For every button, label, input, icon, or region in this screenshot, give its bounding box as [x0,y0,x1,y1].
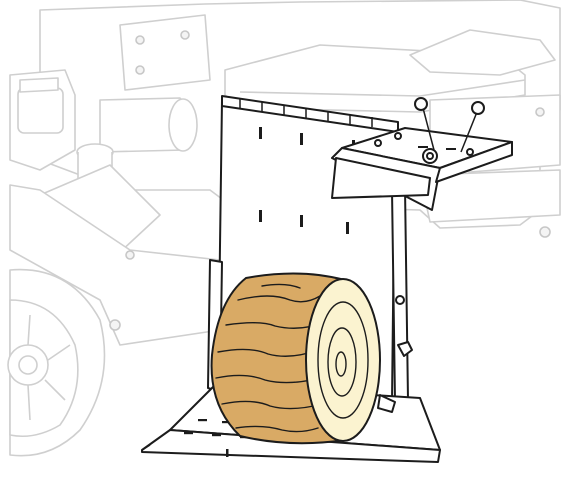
ghost-beam-edge [239,79,526,97]
control-box-flap [331,157,431,199]
log-icon [210,272,381,445]
box-bolt [374,139,382,147]
plate-slot [184,432,193,435]
ghost-bracket [119,14,211,91]
plate-slot [226,449,229,457]
log-ring [327,327,357,397]
log-ring [317,301,369,419]
plate-slot [346,222,349,234]
plate-slot [222,421,231,424]
ghost-wedge [409,29,556,76]
log-end-face [305,278,381,442]
lever-shaft-right [460,111,478,153]
ghost-bolt [135,35,145,45]
plate-slot [198,419,207,422]
plate-slot [212,434,221,437]
ghost-bolt [125,250,135,260]
ghost-bolt [180,30,190,40]
arm-knob [397,341,413,357]
wheel-icon [7,268,106,457]
lever-knob-right [471,101,485,115]
bark-grain [215,283,326,433]
hinge-knuckles [239,99,373,127]
ghost-engine-cap [19,77,59,93]
log-lift-assembly [141,95,513,463]
log-ring-core [335,351,347,377]
ghost-engine-tank [17,87,64,134]
control-box [331,127,513,211]
plate-slot [259,127,262,139]
lift-side-arm-front [377,394,396,413]
lever-slot [446,148,456,150]
ghost-bolt [539,226,551,238]
ghost-spoke [27,314,71,421]
plate-slot [259,210,262,222]
arm-bolt [395,295,405,305]
ghost-bolt [535,107,545,117]
lever-shaft-left [422,107,435,151]
lever-slot [418,146,428,148]
control-box-side [435,141,513,183]
plate-slot [300,215,303,227]
ghost-bolt [109,319,121,331]
ghost-cylinder-end [168,98,198,152]
foot-plate-lip [141,444,151,451]
box-bolt [466,148,474,156]
control-dial-center [426,152,434,160]
lever-knob-left [414,97,428,111]
control-lever-icon [414,97,485,153]
ghost-bolt [135,65,145,75]
box-bolt [394,132,402,140]
plate-slot [300,133,303,145]
foot-plate-front [141,429,441,463]
ghost-hub-center [18,355,38,375]
